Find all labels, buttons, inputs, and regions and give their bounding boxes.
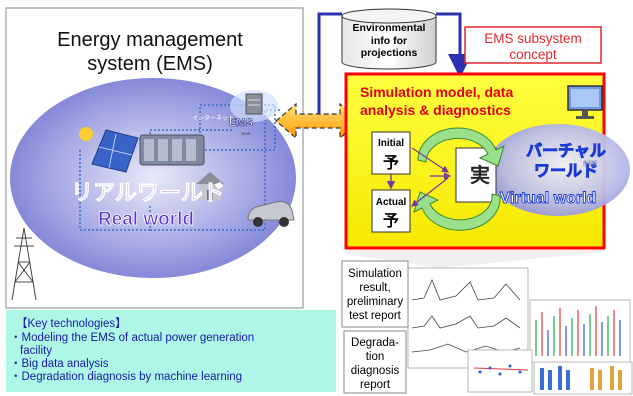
virtual-world-en: Virtual world bbox=[500, 190, 597, 207]
sim-report-line4: test report bbox=[349, 310, 402, 322]
center-to-actual-arrow bbox=[411, 177, 449, 207]
simulation-report-box bbox=[341, 260, 409, 328]
initial-to-center-arrow bbox=[411, 147, 449, 173]
sim-report-line2: result, bbox=[359, 282, 390, 294]
simulation-line1: Simulation model, data bbox=[360, 84, 513, 100]
deg-report-line2: tion bbox=[366, 351, 385, 363]
sim-report-line3: preliminary bbox=[347, 296, 403, 308]
subsystem-box bbox=[464, 26, 602, 64]
ems-title-line2: system (EMS) bbox=[87, 53, 213, 75]
subsystem-line2: concept bbox=[509, 47, 557, 62]
key-tech-item2: ・Big data analysis bbox=[10, 358, 109, 370]
virtual-world-ellipse bbox=[486, 124, 630, 216]
ems-server-icon bbox=[230, 90, 278, 122]
center-char: 実 bbox=[470, 163, 490, 187]
report-thumbnail-2 bbox=[529, 299, 631, 363]
initial-char: 予 bbox=[383, 153, 399, 172]
key-tech-item1-line1: ・Modeling the EMS of actual power genera… bbox=[10, 332, 254, 344]
virtual-world-jp-line2: ワールド bbox=[534, 161, 598, 180]
sim-report-line1: Simulation bbox=[348, 268, 402, 280]
report-thumbnails bbox=[407, 267, 633, 395]
key-technologies-box bbox=[6, 310, 336, 392]
deg-report-line1: Degrada- bbox=[351, 337, 399, 349]
environment-info-cylinder bbox=[341, 8, 437, 70]
car-icon bbox=[247, 201, 295, 227]
virtual-world-jp-line1: バーチャル bbox=[526, 141, 606, 160]
actual-char: 予 bbox=[383, 211, 399, 230]
env-info-line2: info for bbox=[371, 35, 407, 47]
actual-label: Actual bbox=[376, 197, 407, 208]
deg-report-line3: diagnosis bbox=[351, 365, 400, 377]
deg-report-line4: report bbox=[360, 379, 391, 391]
ems-title-line1: Energy management bbox=[57, 29, 243, 51]
initial-label: Initial bbox=[378, 138, 404, 149]
real-world-jp: リアルワールド bbox=[71, 181, 225, 206]
house-icon bbox=[196, 172, 224, 200]
key-tech-item1-line2: facility bbox=[20, 345, 52, 357]
actual-box bbox=[371, 189, 411, 233]
env-info-line3: projections bbox=[361, 47, 418, 59]
report-thumbnail-3 bbox=[467, 349, 533, 393]
initial-box bbox=[371, 131, 411, 175]
env-to-sim-connector bbox=[436, 12, 472, 78]
env-info-line1: Environmental bbox=[353, 22, 426, 34]
key-tech-heading: 【Key technologies】 bbox=[16, 317, 127, 330]
ems-label: EMS bbox=[229, 117, 253, 129]
solar-panel-icon bbox=[79, 127, 139, 173]
ems-sub-label: EMS bbox=[242, 131, 251, 136]
simulation-line2: analysis & diagnostics bbox=[360, 102, 511, 118]
real-world-ellipse bbox=[10, 78, 296, 278]
computer-monitor-icon bbox=[567, 85, 603, 119]
battery-pack-icon bbox=[139, 134, 205, 166]
control-char: 制御 bbox=[583, 159, 597, 168]
degradation-report-box bbox=[343, 330, 407, 394]
internet-label: インターネット bbox=[192, 114, 234, 122]
report-funnel bbox=[346, 250, 604, 268]
transmission-tower-icon bbox=[11, 227, 37, 301]
subsystem-line1: EMS subsystem bbox=[484, 31, 582, 46]
ems-to-env-connector bbox=[317, 12, 342, 122]
cycle-arrows-icon bbox=[413, 127, 505, 231]
key-tech-item3: ・Degradation diagnosis by machine learni… bbox=[10, 371, 242, 383]
real-world-en: Real world bbox=[98, 209, 194, 230]
